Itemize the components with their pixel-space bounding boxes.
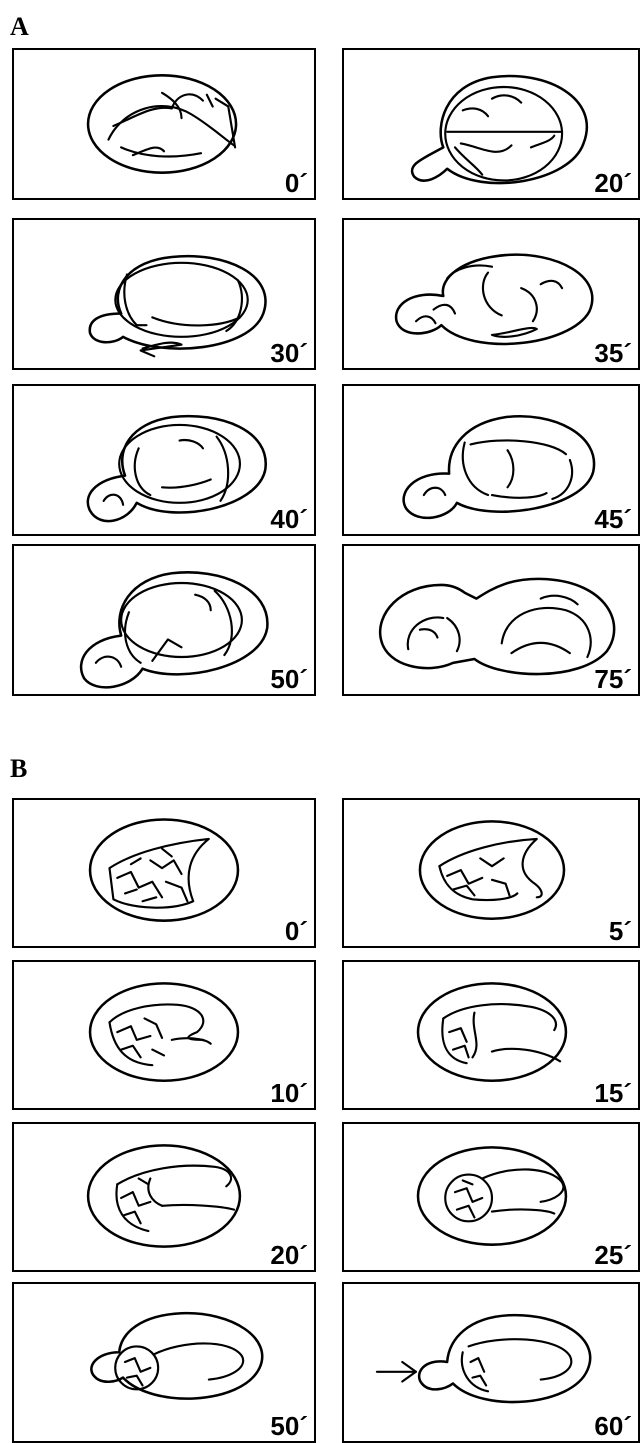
timepoint-label: 30´ bbox=[270, 340, 308, 366]
cell-drawing-a-3 bbox=[14, 220, 314, 368]
panel-a-4: 35´ bbox=[342, 218, 640, 370]
timepoint-label: 60´ bbox=[594, 1413, 632, 1439]
section-b-label: B bbox=[10, 754, 27, 784]
panel-b-8: 60´ bbox=[342, 1282, 640, 1443]
panel-b-2: 5´ bbox=[342, 798, 640, 948]
panel-b-7: 50´ bbox=[12, 1282, 316, 1443]
timepoint-label: 50´ bbox=[270, 1413, 308, 1439]
timepoint-label: 10´ bbox=[270, 1080, 308, 1106]
cell-drawing-b-3 bbox=[14, 962, 314, 1108]
panel-b-4: 15´ bbox=[342, 960, 640, 1110]
panel-b-6: 25´ bbox=[342, 1122, 640, 1272]
cell-drawing-b-7 bbox=[14, 1284, 314, 1441]
timepoint-label: 0´ bbox=[285, 170, 308, 196]
timepoint-label: 50´ bbox=[270, 666, 308, 692]
timepoint-label: 15´ bbox=[594, 1080, 632, 1106]
panel-b-5: 20´ bbox=[12, 1122, 316, 1272]
cell-drawing-b-1 bbox=[14, 800, 314, 946]
cell-drawing-a-1 bbox=[14, 50, 314, 198]
panel-a-3: 30´ bbox=[12, 218, 316, 370]
panel-a-7: 50´ bbox=[12, 544, 316, 696]
panel-a-6: 45´ bbox=[342, 384, 640, 536]
panel-b-1: 0´ bbox=[12, 798, 316, 948]
timepoint-label: 5´ bbox=[609, 918, 632, 944]
panel-b-3: 10´ bbox=[12, 960, 316, 1110]
cell-drawing-b-5 bbox=[14, 1124, 314, 1270]
timepoint-label: 45´ bbox=[594, 506, 632, 532]
timepoint-label: 75´ bbox=[594, 666, 632, 692]
timepoint-label: 35´ bbox=[594, 340, 632, 366]
cell-drawing-b-2 bbox=[344, 800, 638, 946]
timepoint-label: 20´ bbox=[594, 170, 632, 196]
timepoint-label: 20´ bbox=[270, 1242, 308, 1268]
timepoint-label: 25´ bbox=[594, 1242, 632, 1268]
timepoint-label: 0´ bbox=[285, 918, 308, 944]
panel-a-8: 75´ bbox=[342, 544, 640, 696]
section-a-label: A bbox=[10, 12, 29, 42]
timepoint-label: 40´ bbox=[270, 506, 308, 532]
cell-drawing-a-5 bbox=[14, 386, 314, 534]
panel-a-2: 20´ bbox=[342, 48, 640, 200]
cell-drawing-a-7 bbox=[14, 546, 314, 694]
panel-a-1: 0´ bbox=[12, 48, 316, 200]
panel-a-5: 40´ bbox=[12, 384, 316, 536]
